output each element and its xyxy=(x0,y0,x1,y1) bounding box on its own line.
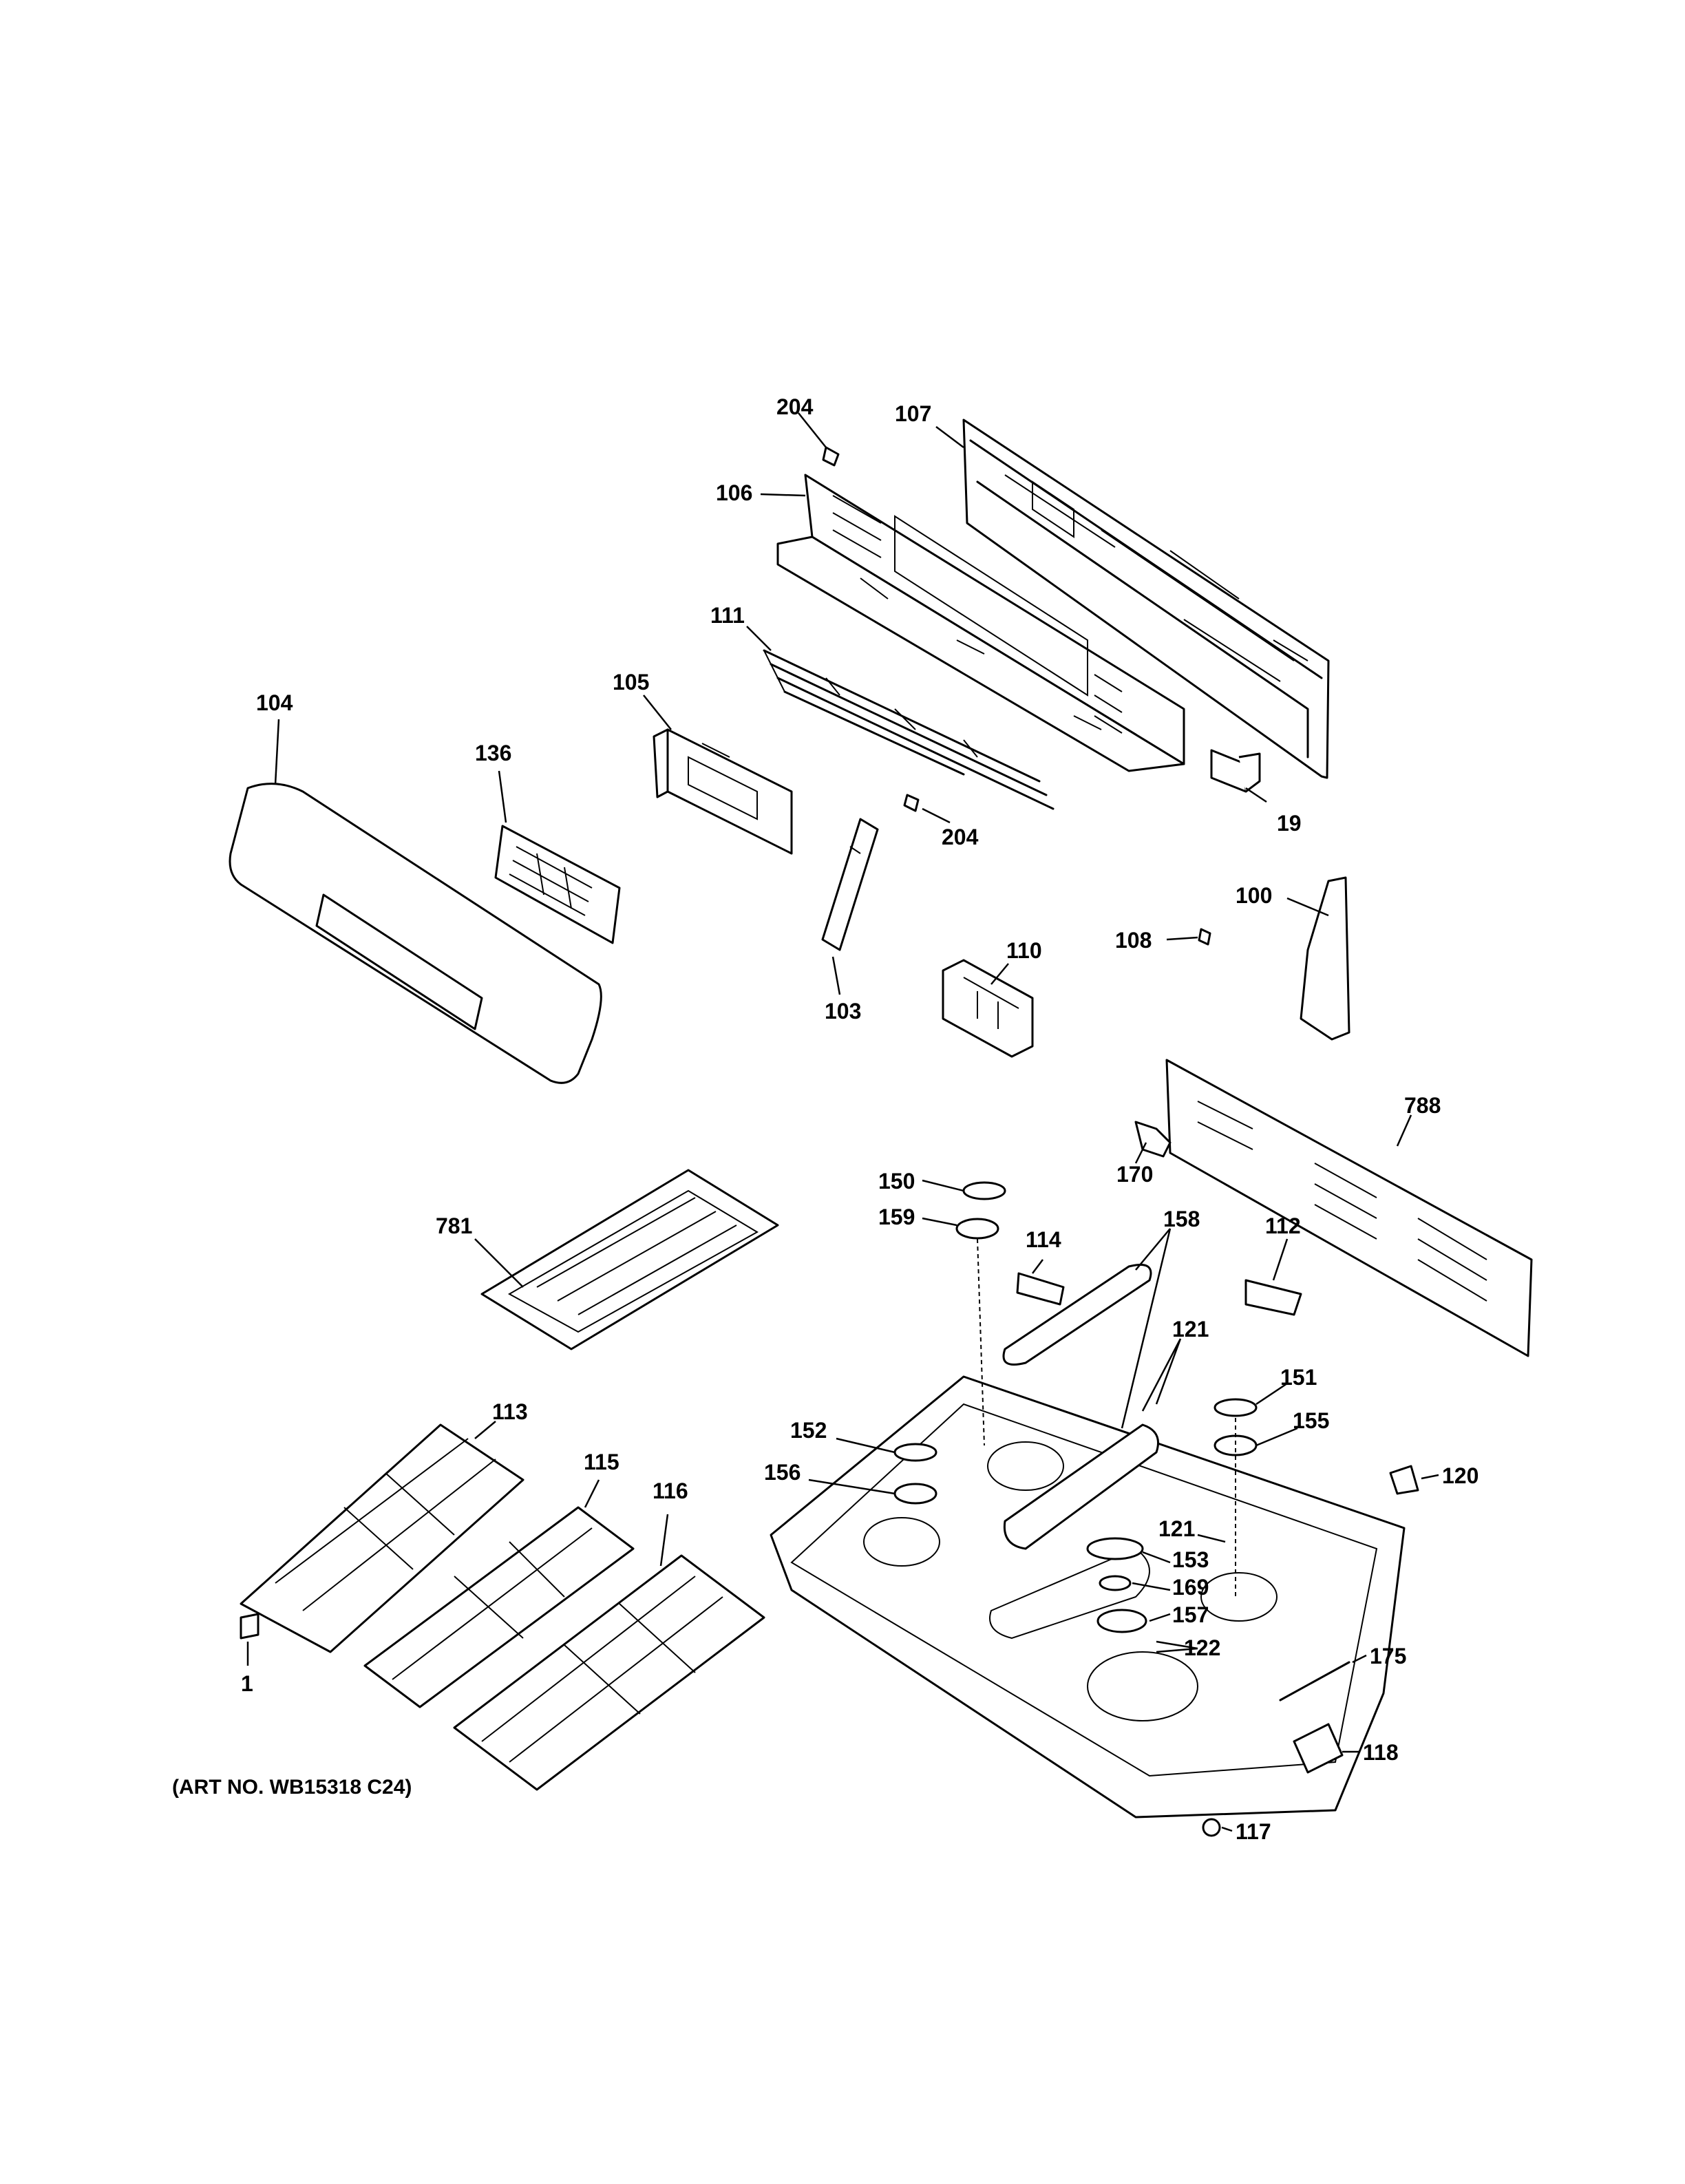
part-113-grate xyxy=(240,1423,524,1653)
callout-159: 159 xyxy=(878,1205,915,1229)
callout-104: 104 xyxy=(256,690,293,715)
part-152-cap xyxy=(893,1443,937,1462)
callout-150: 150 xyxy=(878,1169,915,1194)
part-204-screw-mid xyxy=(903,794,920,812)
callout-116: 116 xyxy=(653,1478,688,1503)
part-788-back-guard xyxy=(1165,1059,1533,1357)
part-103-bracket xyxy=(821,818,879,951)
leader-lines xyxy=(246,412,1439,1832)
part-118-foot xyxy=(1293,1723,1344,1774)
callout-108: 108 xyxy=(1115,928,1152,953)
part-204-screw-top xyxy=(822,446,840,467)
callout-204-mid: 204 xyxy=(942,825,979,849)
callout-111: 111 xyxy=(710,603,745,628)
part-108-screw xyxy=(1198,928,1211,946)
callout-100: 100 xyxy=(1236,883,1273,908)
part-150-burner-cap xyxy=(962,1181,1006,1200)
part-151-cap xyxy=(1214,1398,1258,1417)
part-159-burner-head xyxy=(955,1218,999,1240)
part-115-grate xyxy=(363,1506,635,1708)
part-1-bumper xyxy=(240,1613,259,1640)
callout-121-mid: 121 xyxy=(1158,1516,1196,1541)
callout-122: 122 xyxy=(1184,1635,1221,1660)
callout-19: 19 xyxy=(1277,811,1302,836)
callout-106: 106 xyxy=(716,480,753,505)
part-158-grate-strip xyxy=(1003,1423,1159,1550)
callout-118: 118 xyxy=(1363,1740,1399,1765)
part-781-griddle xyxy=(480,1169,779,1350)
callout-136: 136 xyxy=(475,741,512,765)
part-156-head xyxy=(893,1483,937,1505)
callout-112: 112 xyxy=(1265,1213,1301,1238)
callout-110: 110 xyxy=(1006,938,1042,963)
art-number: (ART NO. WB15318 C24) xyxy=(172,1776,412,1799)
callout-156: 156 xyxy=(764,1460,801,1485)
part-158-center-plate xyxy=(1002,1264,1152,1366)
part-104-control-panel xyxy=(229,783,602,1084)
part-110-terminal-block xyxy=(942,959,1034,1058)
part-107-backguard xyxy=(962,418,1330,779)
part-114-bracket xyxy=(1016,1272,1065,1306)
callout-115: 115 xyxy=(584,1450,619,1474)
callout-204-top: 204 xyxy=(776,394,814,419)
part-105-control-board xyxy=(653,728,793,855)
part-117-nut xyxy=(1202,1818,1221,1837)
callout-105: 105 xyxy=(613,670,650,695)
callout-170: 170 xyxy=(1116,1162,1154,1187)
callout-155: 155 xyxy=(1293,1408,1330,1433)
callout-158: 158 xyxy=(1163,1207,1200,1231)
callout-114: 114 xyxy=(1026,1227,1061,1252)
callout-175: 175 xyxy=(1370,1644,1407,1668)
callout-157: 157 xyxy=(1172,1602,1209,1627)
callout-120: 120 xyxy=(1442,1463,1479,1488)
callout-117: 117 xyxy=(1236,1819,1271,1844)
callout-151: 151 xyxy=(1280,1365,1317,1390)
callout-113: 113 xyxy=(492,1399,528,1424)
part-106-control-housing xyxy=(776,474,1185,772)
part-175-pin xyxy=(1279,1661,1350,1701)
callout-152: 152 xyxy=(790,1418,827,1443)
callout-169: 169 xyxy=(1172,1575,1209,1600)
callout-107: 107 xyxy=(895,401,932,426)
part-116-grate xyxy=(453,1554,765,1791)
callout-788: 788 xyxy=(1404,1093,1441,1118)
part-157-head xyxy=(1096,1609,1147,1633)
callout-121-top: 121 xyxy=(1172,1317,1209,1342)
callout-103: 103 xyxy=(825,999,862,1024)
part-153-cap xyxy=(1086,1537,1144,1560)
callout-1: 1 xyxy=(241,1671,253,1696)
part-19-relay xyxy=(1210,749,1261,793)
part-112-clip xyxy=(1244,1279,1302,1316)
part-100-side-trim xyxy=(1300,876,1350,1041)
part-169-cap xyxy=(1099,1575,1132,1591)
part-120-clip xyxy=(1389,1465,1419,1495)
part-136-overlay xyxy=(494,825,621,944)
callout-153: 153 xyxy=(1172,1547,1209,1572)
callout-781: 781 xyxy=(436,1213,473,1238)
part-111-harness-strips xyxy=(763,649,1055,810)
